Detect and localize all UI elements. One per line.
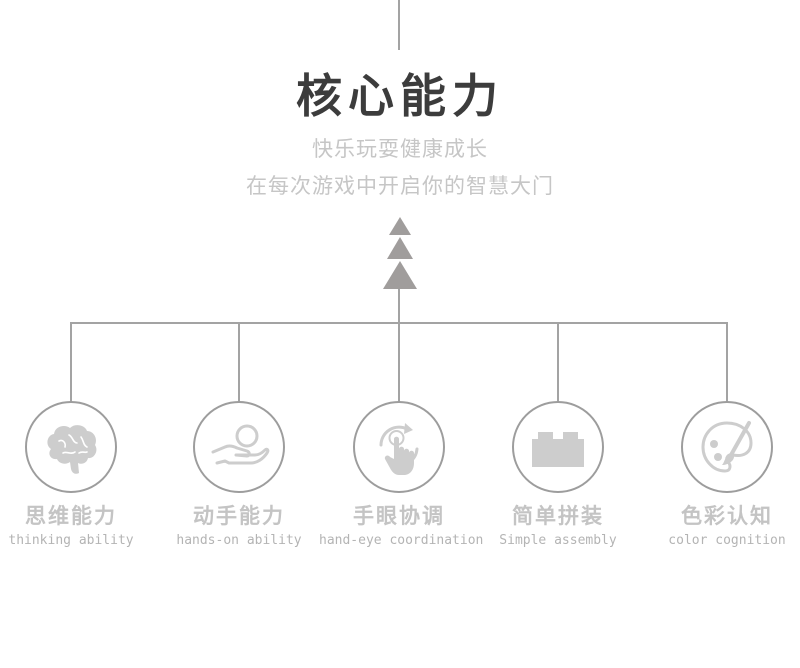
skill-icon-circle <box>193 401 285 493</box>
skill-simple-assembly: 简单拼装 Simple assembly <box>478 401 638 550</box>
skill-hands-on: 动手能力 hands-on ability <box>159 401 319 550</box>
skill-label-en: thinking ability <box>8 533 134 548</box>
palette-brush-icon <box>701 421 753 473</box>
skill-label-en: Simple assembly <box>499 533 617 548</box>
hand-ball-icon <box>211 424 270 465</box>
subtitle-line-2: 在每次游戏中开启你的智慧大门 <box>246 174 554 198</box>
trunk-connector-line <box>398 288 400 324</box>
skill-thinking: 思维能力 thinking ability <box>0 401 151 550</box>
skill-label-cn: 色彩认知 <box>681 504 773 528</box>
skill-label-en: hand-eye coordination <box>319 533 484 548</box>
subtitle-line-1: 快乐玩耍健康成长 <box>312 137 488 161</box>
skill-icon-circle <box>512 401 604 493</box>
skill-hand-eye: 手眼协调 hand-eye coordination <box>319 401 484 550</box>
skill-icon-circle <box>681 401 773 493</box>
skill-label-cn: 动手能力 <box>193 504 285 528</box>
branch-line-4 <box>557 322 559 402</box>
skill-color-cognition: 色彩认知 color cognition <box>647 401 800 550</box>
skill-label-cn: 简单拼装 <box>512 504 604 528</box>
brain-icon <box>47 425 97 474</box>
stacked-triangle-arrow-icon <box>383 217 417 289</box>
skill-icon-circle <box>353 401 445 493</box>
branch-line-5 <box>726 322 728 402</box>
top-connector-line <box>398 0 400 50</box>
skill-label-en: color cognition <box>668 533 786 548</box>
page-title: 核心能力 <box>296 69 504 123</box>
skill-label-cn: 手眼协调 <box>353 504 445 528</box>
skill-icon-circle <box>25 401 117 493</box>
branch-line-1 <box>70 322 72 402</box>
branch-line-2 <box>238 322 240 402</box>
building-block-icon <box>532 432 584 467</box>
touch-rotate-icon <box>379 423 419 475</box>
skill-label-en: hands-on ability <box>176 533 302 548</box>
skill-label-cn: 思维能力 <box>25 504 117 528</box>
branch-line-3 <box>398 322 400 402</box>
